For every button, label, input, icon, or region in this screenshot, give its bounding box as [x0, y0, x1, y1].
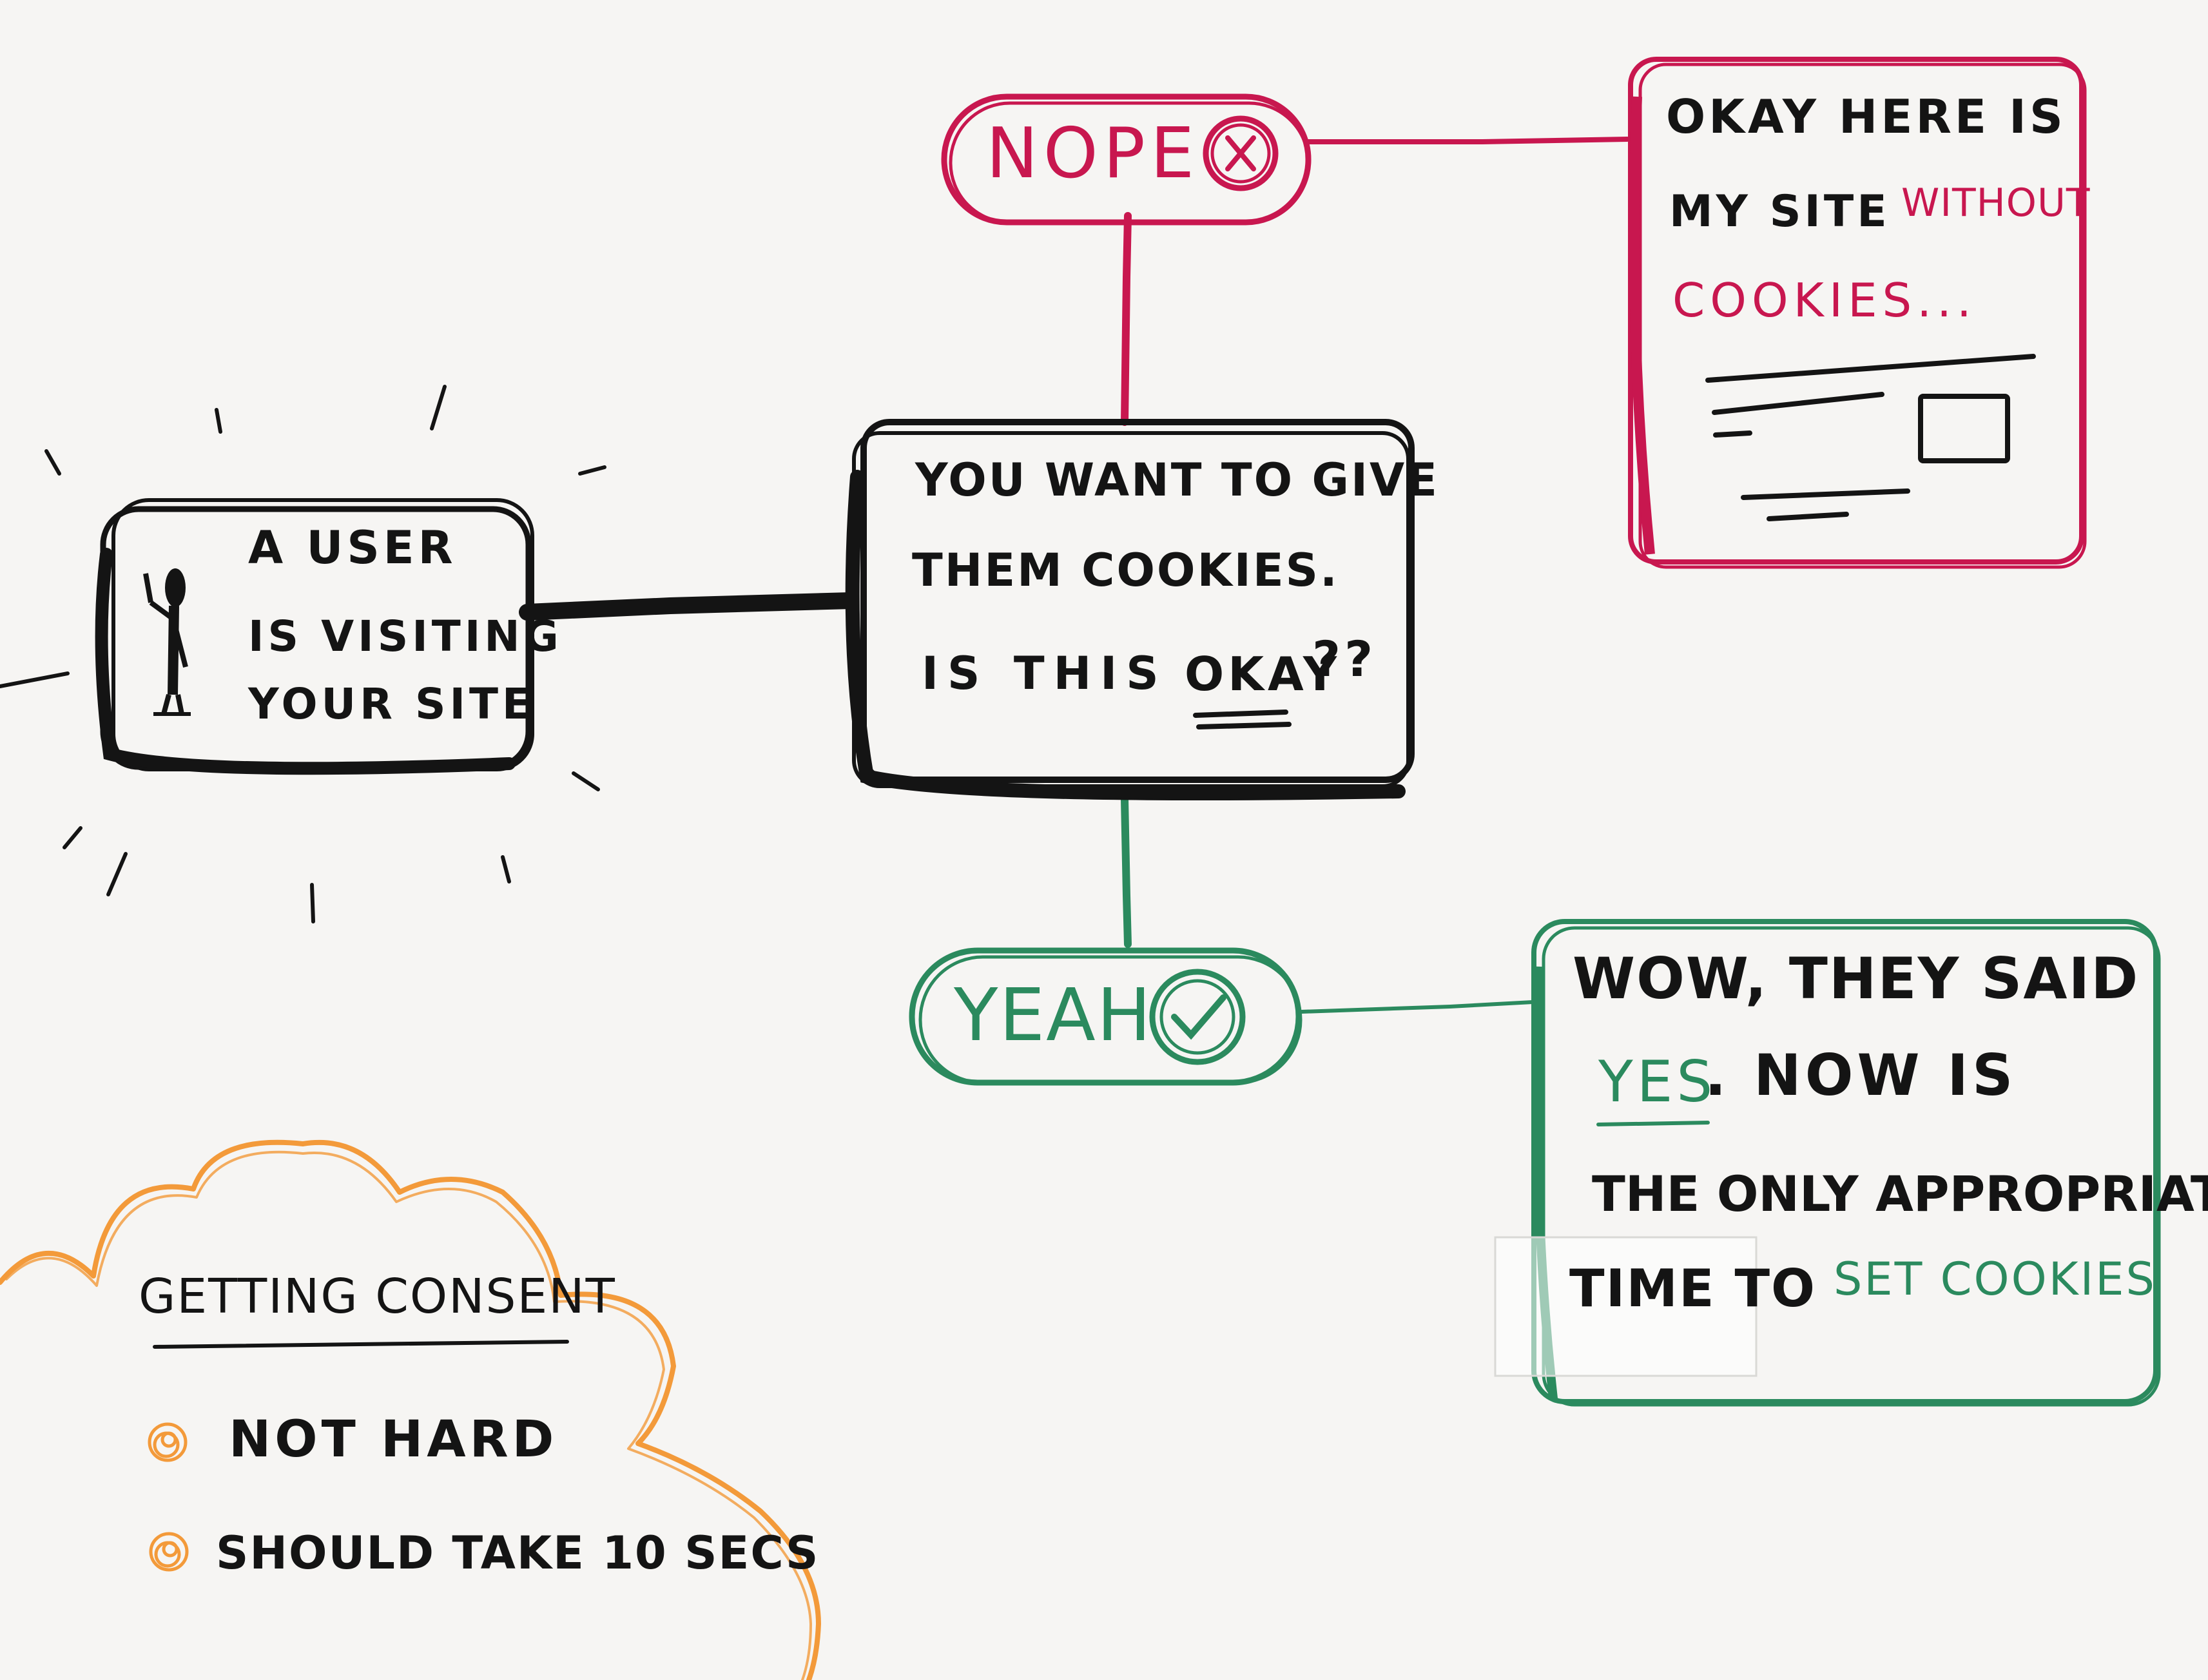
scribble-bullet-icon: [149, 1532, 189, 1572]
nope-box-highlight: WITHOUT: [1901, 180, 2091, 226]
set-cookies-highlight: SET COOKIES: [1834, 1253, 2156, 1306]
nope-box-frame: [1628, 57, 2087, 569]
yeah-label: YEAH: [954, 974, 1153, 1057]
consent-cloud-outline: [0, 1139, 821, 1680]
attention-rays: [0, 385, 606, 923]
nope-box-highlight: COOKIES...: [1672, 273, 1977, 327]
scribble-bullet-icon: [148, 1422, 188, 1462]
yeah-pill-frame: [909, 947, 1303, 1086]
cloud-item: SHOULD TAKE 10 SECS: [216, 1527, 820, 1579]
nope-box-line: MY SITE: [1669, 186, 1890, 237]
connector-nope-to-box: [1306, 137, 1630, 144]
nope-label: NOPE: [986, 113, 1200, 194]
person-waving-icon: [143, 568, 191, 716]
yeah-box-line: THE ONLY APPROPRIATE: [1592, 1165, 2208, 1222]
check-circle-icon: [1149, 969, 1246, 1065]
connector-yeah-to-box: [1300, 1000, 1535, 1014]
x-circle-icon: [1203, 115, 1279, 191]
yeah-box-line: TIME TO: [1569, 1259, 1817, 1318]
yeah-box-line: WOW, THEY SAID: [1573, 945, 2140, 1012]
user-box-line: YOUR SITE: [248, 679, 536, 729]
cloud-title: GETTING CONSENT: [139, 1269, 616, 1324]
question-line: IS THIS: [922, 647, 1168, 700]
connector-question-to-yeah: [1121, 795, 1132, 948]
yes-underline: [1596, 1121, 1710, 1126]
user-box-frame: [95, 498, 534, 775]
tape-strip: [1494, 1236, 1758, 1377]
cloud-item: NOT HARD: [229, 1411, 558, 1469]
nope-box-line: OKAY HERE IS: [1666, 90, 2066, 144]
site-wireframe-sketch: [1705, 354, 2036, 521]
consent-cloud-outline-echo: [5, 1150, 812, 1680]
question-line: YOU WANT TO GIVE: [915, 454, 1439, 507]
question-marks: ??: [1312, 630, 1377, 688]
question-box-frame: [845, 419, 1415, 801]
cloud-title-underline: [153, 1340, 569, 1349]
yeah-box-line: . NOW IS: [1705, 1042, 2017, 1108]
yes-word: YES: [1598, 1048, 1717, 1115]
question-line: THEM COOKIES.: [912, 544, 1339, 597]
user-box-line: A USER: [248, 521, 457, 574]
nope-pill-frame: [941, 93, 1312, 226]
connector-question-to-nope: [1121, 212, 1132, 426]
okay-emphasis: OKAY: [1185, 647, 1341, 701]
okay-underline: [1193, 710, 1292, 729]
connector-user-to-question: [519, 592, 859, 621]
user-box-line: IS VISITING: [248, 612, 563, 661]
